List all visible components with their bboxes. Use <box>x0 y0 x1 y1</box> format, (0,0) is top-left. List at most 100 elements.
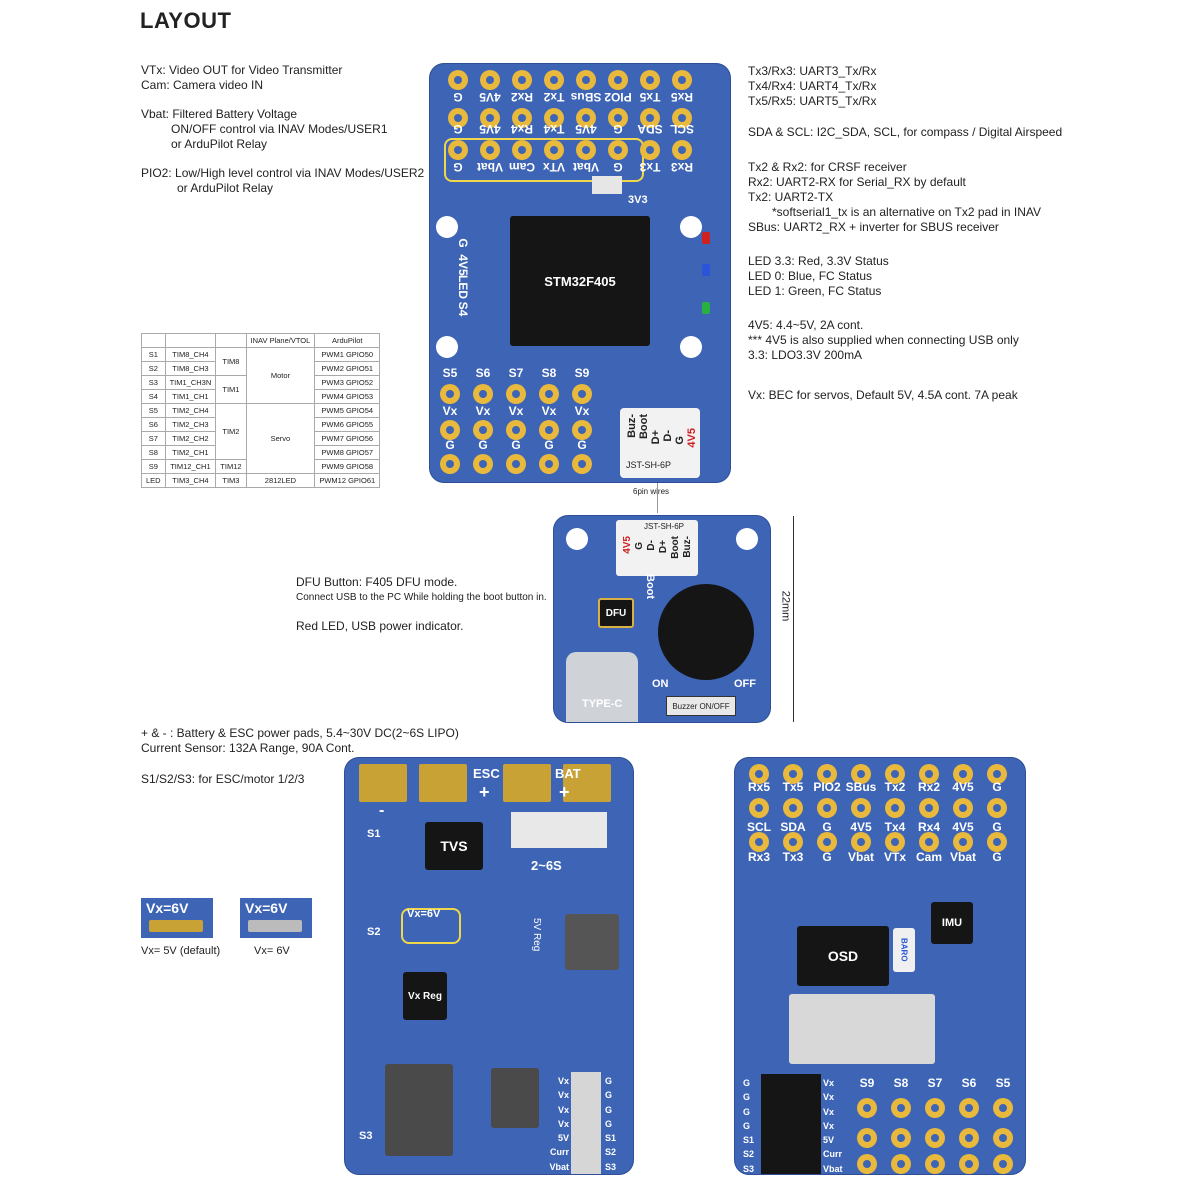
solder-pad <box>783 764 803 784</box>
solder-pad <box>608 108 628 128</box>
solder-pad <box>925 1098 945 1118</box>
left-notes: VTx: Video OUT for Video Transmitter Cam… <box>141 63 424 196</box>
solder-pad <box>851 832 871 852</box>
power-pad <box>563 764 611 802</box>
header-label: G <box>743 1120 751 1131</box>
servo-label: S5 <box>442 366 458 380</box>
solder-pad <box>857 1128 877 1148</box>
pad-label: Rx4 <box>917 820 940 834</box>
pad-label: Rx5 <box>671 90 694 104</box>
pad-label: Vbat <box>573 160 600 174</box>
pad-label: G <box>453 160 463 174</box>
pad-label: Tx4 <box>884 820 906 834</box>
pad-label: Rx4 <box>511 122 534 136</box>
back-board: OSD BARO IMU G G G G S1 S2 S3 Vx Vx Vx V… <box>735 758 1025 1174</box>
s1-label: S1 <box>367 828 381 840</box>
pad-label: Rx2 <box>511 90 534 104</box>
bat-plus: + <box>559 782 570 802</box>
solder-pad <box>885 764 905 784</box>
jst-connector <box>616 520 698 576</box>
solder-pad <box>672 140 692 160</box>
servo-label: S7 <box>508 366 524 380</box>
pin-header <box>571 1072 601 1174</box>
header-label: Curr <box>549 1147 569 1158</box>
pad-label: SBus <box>570 90 602 104</box>
mount-hole <box>680 216 702 238</box>
table-cell: TIM12_CH1 <box>164 459 217 474</box>
solder-pad <box>544 140 564 160</box>
led-red <box>702 232 710 244</box>
pin-label: G <box>634 542 645 550</box>
pad-label: Cam <box>509 160 536 174</box>
dfu-button[interactable]: DFU <box>598 598 634 628</box>
mount-hole <box>436 216 458 238</box>
solder-pad <box>544 108 564 128</box>
inductor-large <box>385 1064 453 1156</box>
mcu-chip: STM32F405 <box>510 216 650 346</box>
table-cell: PWM9 GPIO58 <box>314 459 381 474</box>
pin-label: D- <box>662 430 674 442</box>
pad-label: Vbat <box>477 160 504 174</box>
buzzer <box>658 584 754 680</box>
pin-label: D+ <box>650 430 662 445</box>
table-cell: PWM8 GPIO57 <box>314 445 381 460</box>
on-label: ON <box>652 678 669 690</box>
solder-pad <box>512 108 532 128</box>
pad-label: 4V5 <box>479 122 501 136</box>
esc-label: ESC <box>473 766 500 781</box>
solder-pad <box>608 140 628 160</box>
reg5v-label: 5V Reg <box>531 918 542 952</box>
vx-label: Vx <box>574 404 590 418</box>
solder-pad <box>506 454 526 474</box>
table-cell: PWM2 GPIO51 <box>314 361 381 376</box>
table-cell: LED <box>141 473 166 488</box>
pad-label: Tx4 <box>543 122 565 136</box>
note-red-led: Red LED, USB power indicator. <box>296 619 464 633</box>
usb-board: JST-SH-6P 4V5 G D- D+ Boot Buz- Boot DFU… <box>554 516 770 722</box>
solder-pad <box>953 764 973 784</box>
solder-pad <box>572 420 592 440</box>
table-cell: PWM5 GPIO54 <box>314 403 381 418</box>
solder-pad <box>576 140 596 160</box>
solder-pad <box>473 420 493 440</box>
jst-label: JST-SH-6P <box>626 460 672 470</box>
solder-pad <box>572 384 592 404</box>
buzzer-switch[interactable]: Buzzer ON/OFF <box>666 696 736 716</box>
pad-label: G <box>992 820 1002 834</box>
solder-pad <box>506 384 526 404</box>
tvs-chip: TVS <box>425 822 483 870</box>
table-cell: S9 <box>141 459 166 474</box>
table-cell: TIM3 <box>215 473 247 488</box>
note-vbat-relay: or ArduPilot Relay <box>171 137 268 151</box>
table-cell: TIM2_CH1 <box>164 445 217 460</box>
note-vx: Vx: BEC for servos, Default 5V, 4.5A con… <box>748 388 1018 402</box>
note-led1: LED 1: Green, FC Status <box>748 284 882 298</box>
note-led0: LED 0: Blue, FC Status <box>748 269 873 283</box>
servo-label: S8 <box>541 366 557 380</box>
table-cell: TIM1_CH3N <box>164 375 217 390</box>
header-label: Vx <box>823 1078 835 1088</box>
header-label: 5V <box>557 1133 569 1144</box>
solder-pad <box>817 798 837 818</box>
note-power-pads: + & - : Battery & ESC power pads, 5.4~30… <box>141 726 459 740</box>
bat-label: BAT <box>555 766 581 781</box>
solder-pad <box>987 764 1007 784</box>
solder-pad <box>640 70 660 90</box>
pad-label: Tx3 <box>782 850 804 864</box>
page-title: LAYOUT <box>140 8 232 33</box>
pin-label: G <box>674 436 686 445</box>
note-dfu-connect: Connect USB to the PC While holding the … <box>296 592 547 603</box>
pad-label: SDA <box>780 820 806 834</box>
table-cell: TIM8 <box>215 347 247 376</box>
imu-chip: IMU <box>931 902 973 944</box>
note-tx2: Tx2: UART2-TX <box>748 190 834 204</box>
header-label: G <box>605 1090 613 1101</box>
off-label: OFF <box>734 678 756 690</box>
header-label: 5V <box>823 1135 835 1146</box>
solder-pad <box>480 108 500 128</box>
header-label: G <box>743 1078 751 1088</box>
note-4v5-usb: *** 4V5 is also supplied when connecting… <box>748 333 1019 347</box>
servo-label: S6 <box>961 1076 977 1090</box>
note-crsf: Tx2 & Rx2: for CRSF receiver <box>748 160 907 174</box>
dimension-line <box>793 516 794 722</box>
